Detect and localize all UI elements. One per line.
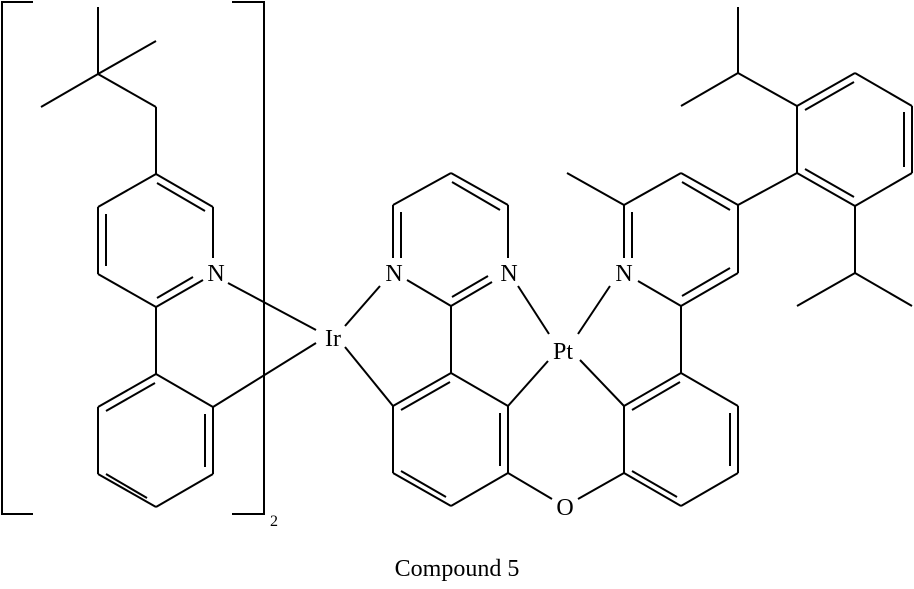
right-phenyl-ring xyxy=(623,372,739,507)
o-atom-bridge: O xyxy=(556,495,573,521)
pyrimidine-ring xyxy=(392,172,509,307)
n-atom-left-pyridine: N xyxy=(207,261,224,287)
left-phenyl-ring xyxy=(97,373,214,508)
n-atom-pyrimidine-right: N xyxy=(500,261,517,287)
right-bracket xyxy=(232,1,265,515)
compound-caption: Compound 5 xyxy=(394,556,520,582)
left-pyridine-ring xyxy=(97,173,214,308)
neopentyl-group xyxy=(40,7,157,174)
ether-bridge xyxy=(507,472,625,500)
diisopropylphenyl-ring xyxy=(796,72,913,207)
methyl-bond xyxy=(566,172,625,206)
ir-coordination-bonds xyxy=(212,282,394,408)
left-bracket xyxy=(1,1,33,515)
right-pyridine-ring xyxy=(566,172,739,307)
isopropyl-top xyxy=(680,7,798,107)
bracket-subscript: 2 xyxy=(270,513,278,530)
n-atom-pyrimidine-left: N xyxy=(385,261,402,287)
pyridine-aryl-bond xyxy=(737,172,798,206)
ir-atom: Ir xyxy=(325,326,341,352)
pt-coordination-bonds xyxy=(507,285,625,407)
central-phenyl-ring xyxy=(392,372,509,507)
isopropyl-bottom xyxy=(796,206,913,307)
n-atom-right-pyridine: N xyxy=(615,261,632,287)
pt-atom: Pt xyxy=(553,339,573,365)
